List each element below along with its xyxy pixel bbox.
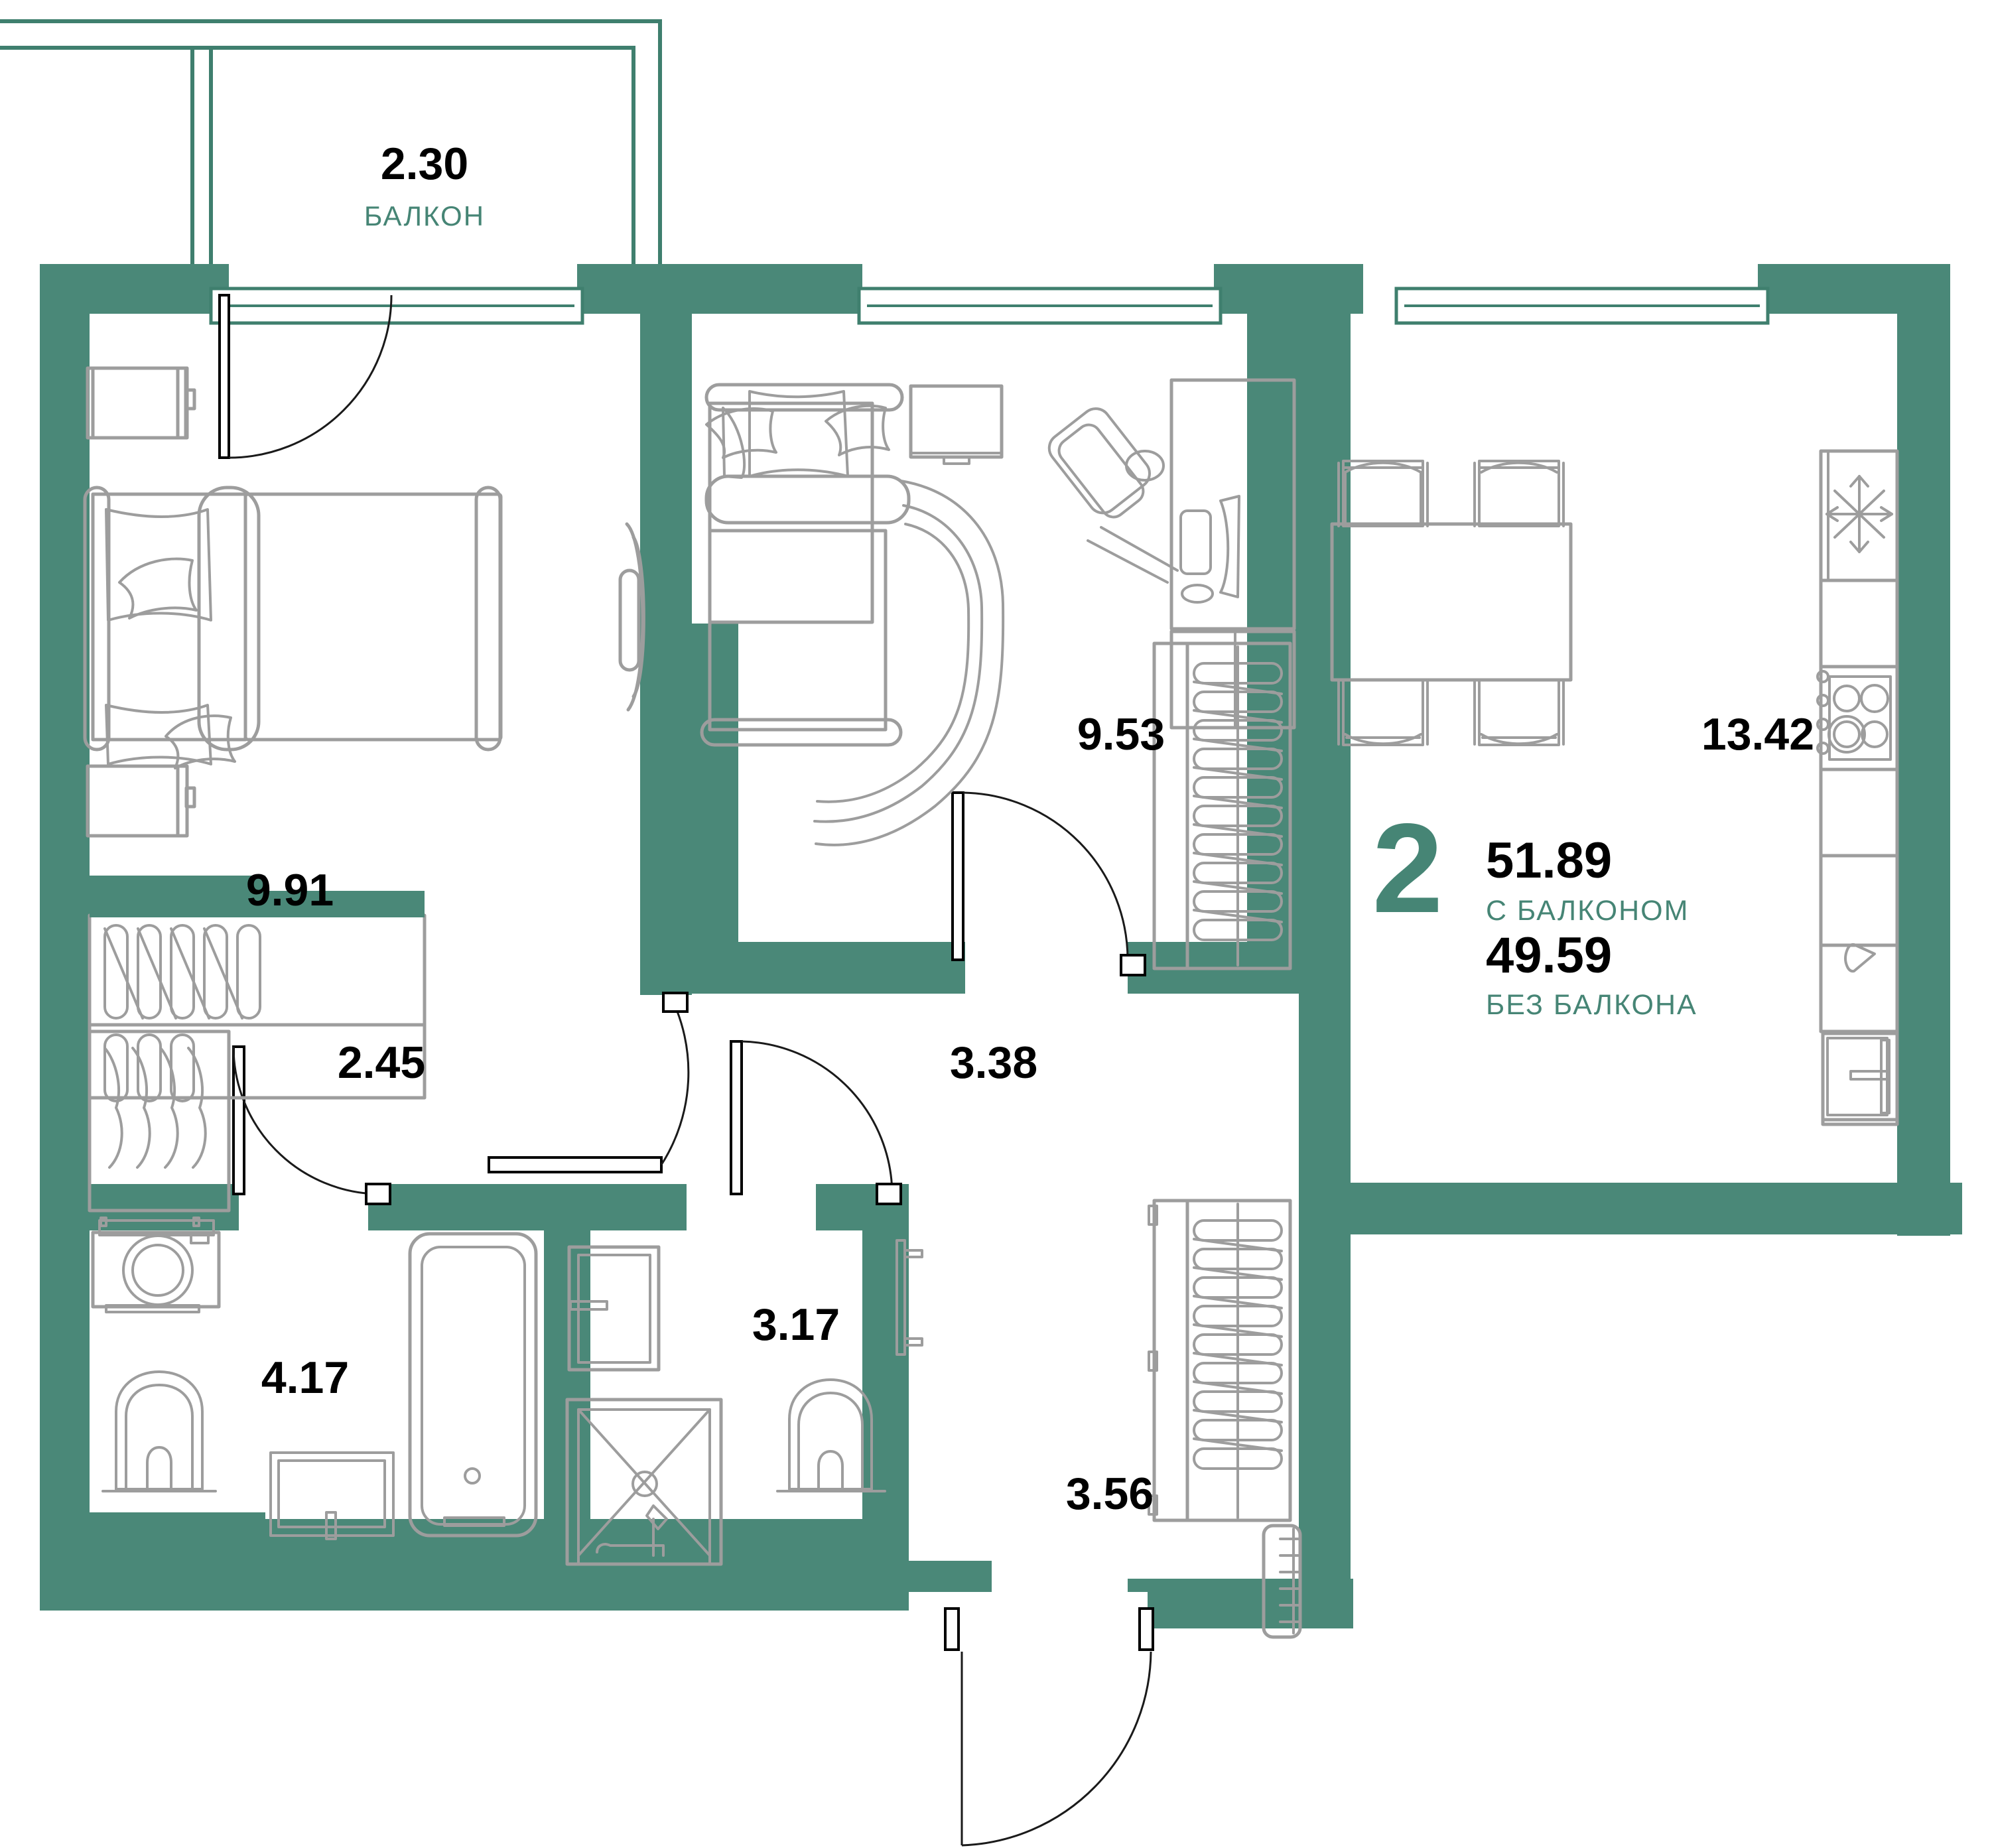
room-count: 2 <box>1372 797 1443 939</box>
balcony-outline <box>0 19 662 265</box>
nightstand-icon <box>86 764 196 838</box>
door-bathroom <box>232 1045 391 1205</box>
chair-icon <box>1337 679 1429 746</box>
area-label-hall: 3.56 <box>1066 1469 1154 1519</box>
kitchen-counter-icon <box>1816 449 1899 1126</box>
chair-icon <box>1337 460 1429 527</box>
basin-icon <box>269 1451 395 1540</box>
snowflake-icon <box>1825 475 1893 553</box>
area-with-balcony: 51.89 <box>1486 832 1612 889</box>
with-balcony-label: С БАЛКОНОМ <box>1486 895 1689 927</box>
sink-icon <box>1844 943 1876 973</box>
toilet-icon <box>776 1378 886 1492</box>
window-bedroom-2 <box>857 287 1223 325</box>
balcony-area: 2.30 <box>381 139 468 189</box>
bed-icon <box>83 486 503 769</box>
bedroom-2-furniture <box>700 378 1296 970</box>
window-kitchen <box>1394 287 1770 325</box>
chair-icon <box>1473 679 1565 746</box>
kitchen-furniture <box>1330 449 1899 1126</box>
without-balcony-label: БЕЗ БАЛКОНА <box>1486 989 1697 1021</box>
desk-icon <box>1047 378 1296 730</box>
door-bedroom-1-balcony <box>218 294 393 459</box>
balcony-label: БАЛКОН <box>364 200 485 231</box>
wardrobe-closet-icon <box>88 891 427 1213</box>
walls <box>40 264 1962 1628</box>
door-openings <box>909 1592 1148 1632</box>
area-label-bathroom: 4.17 <box>261 1353 349 1403</box>
area-label-bedroom-2: 9.53 <box>1077 709 1165 759</box>
rug-icon <box>813 480 1005 846</box>
washing-machine-icon <box>91 1217 221 1313</box>
door-entrance <box>944 1607 1154 1847</box>
bathroom-fixtures <box>91 1217 538 1540</box>
chair-icon <box>1047 407 1179 584</box>
cooktop-icon <box>1816 670 1892 761</box>
cabinet-icon <box>567 1245 661 1372</box>
area-label-wardrobe: 2.45 <box>338 1037 425 1088</box>
wc-fixtures <box>565 1239 923 1566</box>
bathtub-icon <box>408 1232 538 1538</box>
area-label-corridor: 3.38 <box>950 1037 1037 1088</box>
dining-table-icon <box>1330 460 1573 746</box>
toilet-icon <box>101 1370 217 1492</box>
nightstand-icon <box>86 366 196 440</box>
area-without-balcony: 49.59 <box>1486 927 1612 984</box>
hall-furniture <box>1148 1199 1302 1639</box>
area-label-wc: 3.17 <box>752 1299 840 1350</box>
shower-icon <box>565 1398 723 1566</box>
mirror-icon <box>618 522 645 712</box>
bedroom-1-furniture <box>83 366 645 838</box>
coat-rack-icon <box>1262 1524 1302 1639</box>
area-label-bedroom-1: 9.91 <box>246 865 334 915</box>
wardrobe-icon <box>1148 1199 1292 1522</box>
tv-icon <box>909 384 1004 465</box>
chair-icon <box>1473 460 1565 527</box>
towel-rail-icon <box>896 1239 923 1356</box>
dishwasher-icon <box>1821 1031 1899 1122</box>
wardrobe-icon <box>1152 641 1292 970</box>
door-bedroom-1 <box>488 992 690 1173</box>
door-bedroom-2 <box>951 791 1146 976</box>
window-bedroom-1 <box>209 287 584 325</box>
bed-icon <box>700 383 911 747</box>
area-label-kitchen: 13.42 <box>1701 709 1814 759</box>
door-wc <box>730 1040 902 1205</box>
apartment-summary: 2 51.89 С БАЛКОНОМ 49.59 БЕЗ БАЛКОНА <box>1372 797 1697 1021</box>
